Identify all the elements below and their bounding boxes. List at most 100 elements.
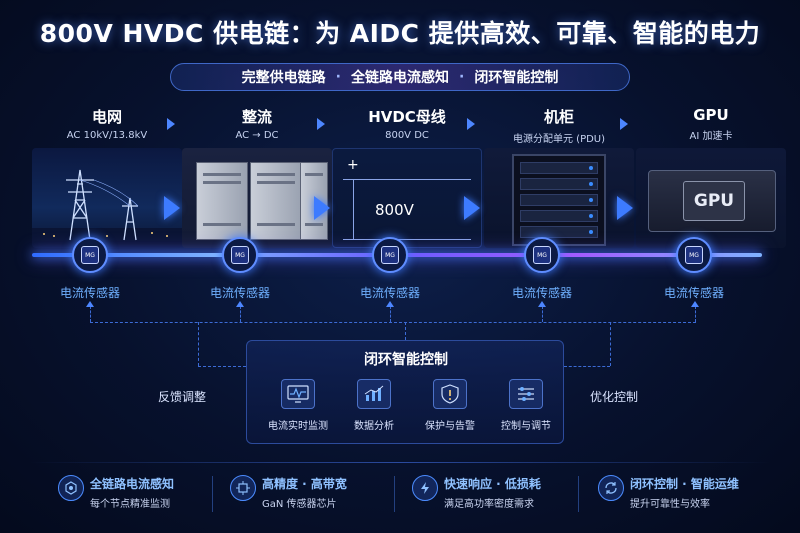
flow-arrow-icon: [617, 196, 633, 220]
stage-hvdc-bus: HVDC母线 800V DC: [332, 106, 482, 141]
divider: [30, 462, 770, 463]
function-label: 控制与调节: [501, 421, 551, 432]
current-sensor-icon[interactable]: MG: [72, 237, 108, 273]
divider: [394, 476, 395, 512]
stage-rectifier: 整流 AC → DC: [182, 106, 332, 141]
tag-full-current-sensing: 全链路电流感知: [351, 70, 449, 86]
rectifier-cabinet-image: [182, 148, 332, 248]
arrow-up-icon: [86, 301, 94, 307]
tag-separator: ·: [335, 69, 341, 85]
stage-sub: AC 10kV/13.8kV: [66, 130, 148, 141]
feedback-left-horizontal: [198, 366, 246, 367]
stage-name: 机柜: [543, 108, 574, 126]
current-sensor-icon[interactable]: MG: [222, 237, 258, 273]
sensor-chip-text: MG: [231, 246, 249, 264]
stage-sub: AC → DC: [235, 130, 279, 141]
feature-sub: GaN 传感器芯片: [262, 499, 337, 510]
sensor-label: 电流传感器: [511, 286, 572, 300]
current-sensor-icon[interactable]: MG: [372, 237, 408, 273]
current-sensor-icon[interactable]: MG: [676, 237, 712, 273]
feature-title: 高精度 · 高带宽: [262, 477, 347, 491]
bus-positive-line: [343, 179, 471, 180]
stage-name: HVDC母线: [368, 108, 446, 126]
loop-control-icon: [598, 475, 624, 501]
function-label: 数据分析: [354, 421, 394, 432]
optimize-control-label: 优化控制: [590, 390, 639, 404]
feedback-bus-line: [90, 322, 696, 323]
sliders-icon: [509, 379, 543, 409]
stage-name: 整流: [241, 108, 272, 126]
chevron-right-icon: [620, 118, 628, 130]
arrow-up-icon: [691, 301, 699, 307]
sensor-label: 电流传感器: [663, 286, 724, 300]
hvdc-bus-diagram: + 800V: [332, 148, 482, 248]
closed-loop-control-panel: 闭环智能控制 电流实时监测 数据分析 保护与告警 控制与调节: [246, 340, 564, 444]
function-current-monitoring[interactable]: 电流实时监测: [259, 379, 337, 432]
feedback-right-vertical: [610, 322, 611, 366]
feature-title: 全链路电流感知: [90, 477, 175, 491]
feedback-drop: [390, 306, 391, 322]
feature-sub: 提升可靠性与效率: [630, 499, 710, 510]
feature-fast-response: 快速响应 · 低损耗 满足高功率密度需求: [412, 473, 602, 523]
flow-arrow-icon: [314, 196, 330, 220]
chevron-right-icon: [167, 118, 175, 130]
feature-title: 快速响应 · 低损耗: [444, 477, 541, 491]
rack: [512, 154, 606, 246]
sensor-node-icon: [58, 475, 84, 501]
sensor-chip-text: MG: [381, 246, 399, 264]
stage-grid: 电网 AC 10kV/13.8kV: [32, 106, 182, 141]
feedback-adjust-label: 反馈调整: [158, 390, 207, 404]
flow-arrow-icon: [164, 196, 180, 220]
feedback-drop: [240, 306, 241, 322]
function-control-regulation[interactable]: 控制与调节: [487, 379, 565, 432]
feature-precision: 高精度 · 高带宽 GaN 传感器芯片: [230, 473, 420, 523]
feedback-drop: [90, 306, 91, 322]
sensor-label: 电流传感器: [359, 286, 420, 300]
feature-sub: 满足高功率密度需求: [444, 499, 534, 510]
current-sensor-icon[interactable]: MG: [524, 237, 560, 273]
power-grid-image: [32, 148, 182, 248]
arrow-up-icon: [386, 301, 394, 307]
tag-separator: ·: [459, 69, 465, 85]
feature-title: 闭环控制 · 智能运维: [630, 477, 739, 491]
stage-sub: 800V DC: [385, 130, 429, 141]
sensor-chip-text: MG: [533, 246, 551, 264]
bus-plus-sign: +: [347, 157, 359, 173]
gpu-card: GPU: [648, 170, 776, 232]
feature-full-sensing: 全链路电流感知 每个节点精准监测: [58, 473, 248, 523]
lightning-fast-icon: [412, 475, 438, 501]
bus-vertical-line: [353, 179, 354, 239]
feedback-left-vertical: [198, 322, 199, 366]
stage-sub: 电源分配单元 (PDU): [512, 134, 606, 145]
function-label: 保护与告警: [425, 421, 475, 432]
gpu-card-image: GPU: [636, 148, 786, 248]
feedback-right-horizontal: [564, 366, 610, 367]
feature-tag-bar: 完整供电链路 · 全链路电流感知 · 闭环智能控制: [170, 63, 630, 91]
sensor-chip-text: MG: [81, 246, 99, 264]
feature-sub: 每个节点精准监测: [90, 499, 170, 510]
stage-gpu: GPU AI 加速卡: [636, 106, 786, 142]
sensor-label: 电流传感器: [209, 286, 270, 300]
flow-arrow-icon: [464, 196, 480, 220]
stage-name: GPU: [693, 106, 729, 124]
bus-voltage: 800V: [375, 201, 414, 219]
stage-rack: 机柜 电源分配单元 (PDU): [484, 106, 634, 145]
cabinet: [196, 162, 248, 240]
stage-sub: AI 加速卡: [689, 131, 733, 142]
function-data-analysis[interactable]: 数据分析: [335, 379, 413, 432]
function-protection-alarm[interactable]: 保护与告警: [411, 379, 489, 432]
server-rack-image: [484, 148, 634, 248]
sensor-label: 电流传感器: [59, 286, 120, 300]
feature-closed-loop: 闭环控制 · 智能运维 提升可靠性与效率: [598, 473, 788, 523]
feedback-drop: [695, 306, 696, 322]
function-label: 电流实时监测: [268, 421, 328, 432]
monitor-waveform-icon: [281, 379, 315, 409]
gpu-chip-label: GPU: [683, 181, 745, 221]
feedback-drop: [542, 306, 543, 322]
arrow-up-icon: [236, 301, 244, 307]
divider: [212, 476, 213, 512]
stage-name: 电网: [91, 108, 122, 126]
divider: [578, 476, 579, 512]
page-title: 800V HVDC 供电链：为 AIDC 提供高效、可靠、智能的电力: [39, 19, 761, 48]
shield-alert-icon: [433, 379, 467, 409]
